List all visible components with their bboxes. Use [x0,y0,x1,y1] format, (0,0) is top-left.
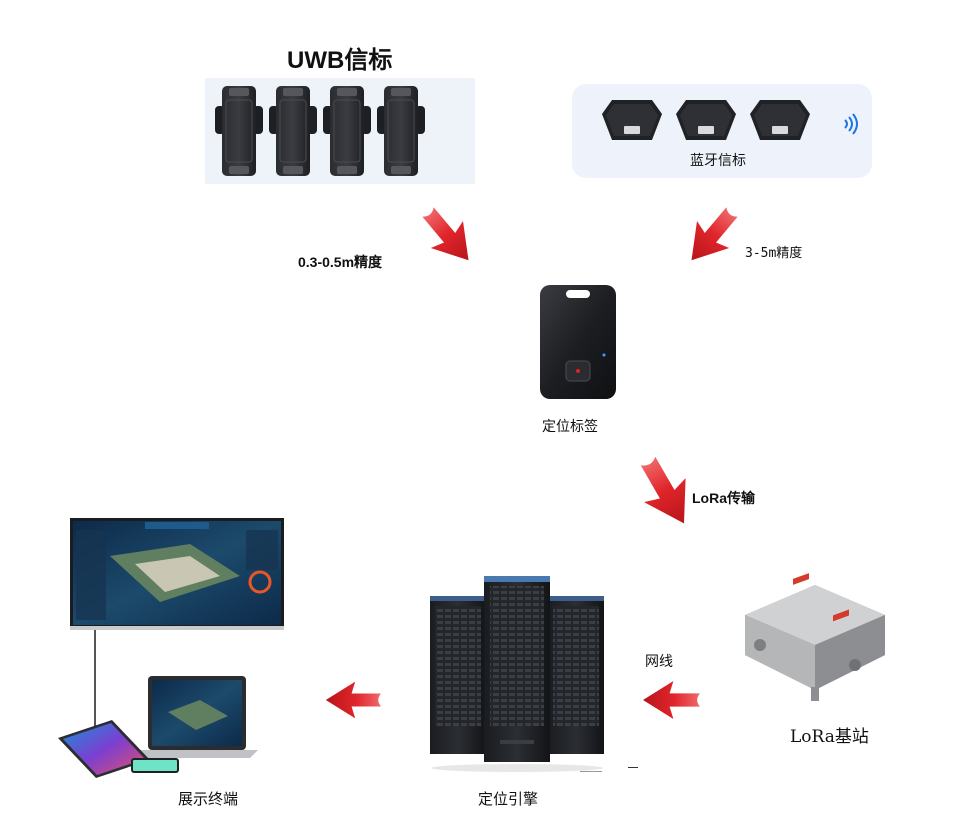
uwb-to-tag-arrow [411,198,485,274]
uwb-beacons-image [215,85,426,177]
positioning-tag-label: 定位标签 [542,419,598,435]
display-terminal-label: 展示终端 [178,790,239,808]
lora-base-station-image [745,573,885,701]
network-cable-label: 网线 [645,654,673,670]
wifi-signal-icon [844,113,858,135]
divider-line [628,767,638,768]
lora-transfer-label: LoRa传输 [692,490,755,506]
divider-line [580,771,602,772]
engine-to-display-arrow [325,681,381,719]
tag-to-lora-arrow [627,449,705,536]
positioning-tag-image [540,285,616,399]
display-terminals-image [58,518,284,778]
lora-to-engine-arrow [643,681,700,719]
positioning-engine-image [430,576,604,772]
uwb-title: UWB信标 [287,47,393,74]
lora-base-station-label: LoRa基站 [790,727,869,747]
bluetooth-accuracy-label: 3-5m精度 [745,246,803,261]
bluetooth-beacons-image [602,100,810,140]
positioning-engine-label: 定位引擎 [478,790,539,808]
bluetooth-to-tag-arrow [675,198,749,274]
bluetooth-beacon-label: 蓝牙信标 [690,153,746,169]
uwb-accuracy-label: 0.3-0.5m精度 [298,254,383,270]
